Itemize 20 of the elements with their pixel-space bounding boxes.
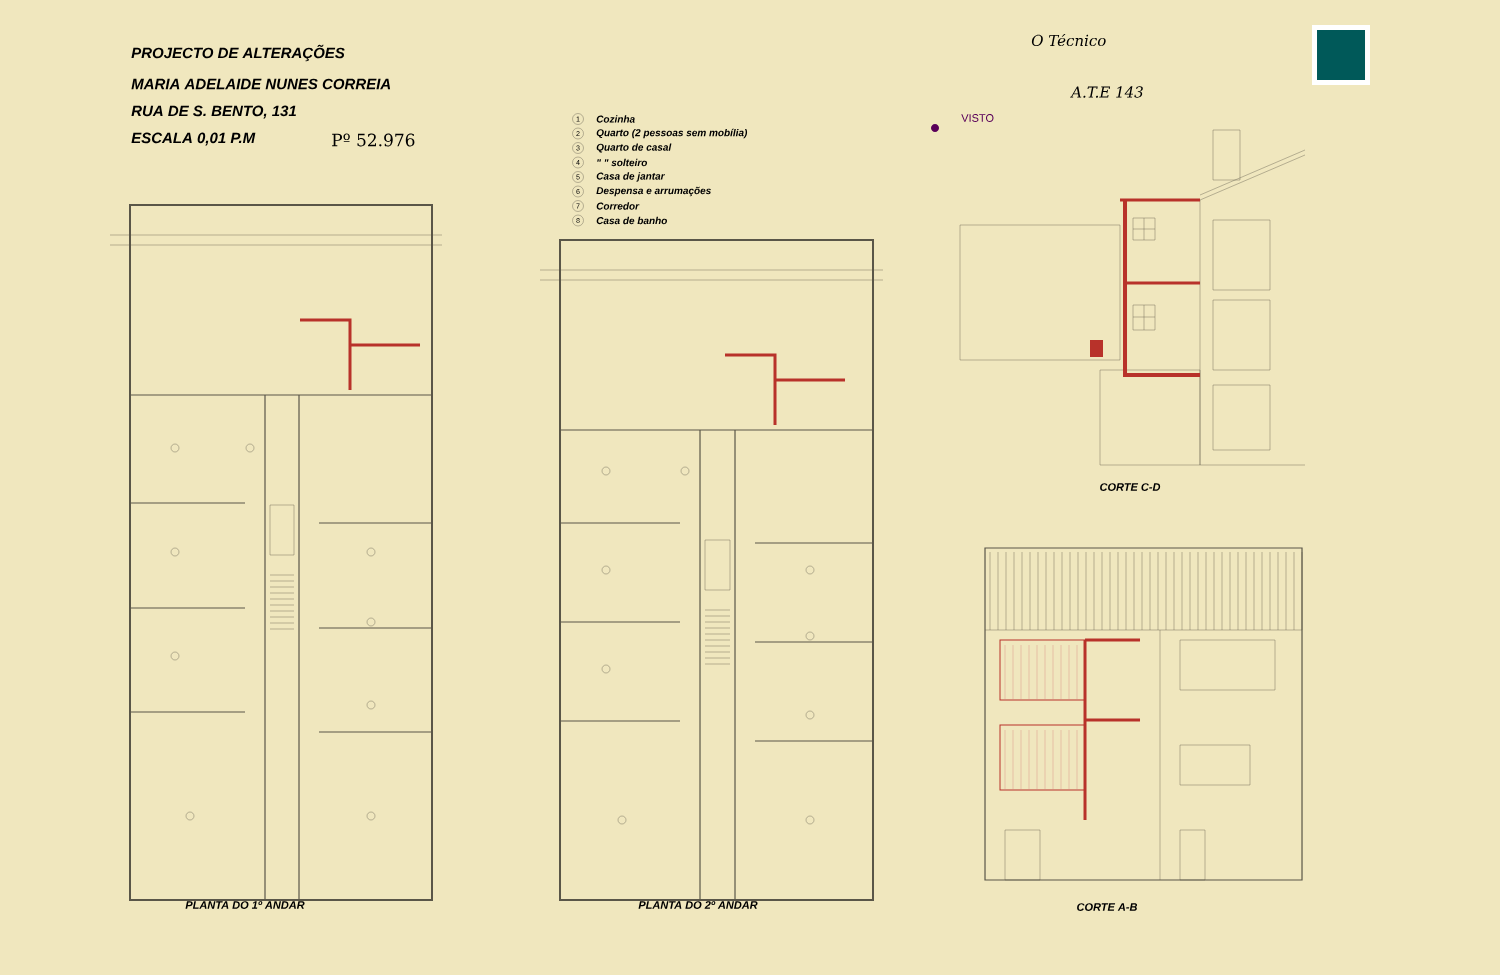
- legend-entry: Cozinha: [596, 115, 635, 123]
- legend-entry: Corredor: [596, 202, 640, 210]
- handwritten-note: A.T.E 143: [1070, 86, 1143, 98]
- legend-entry: Quarto (2 pessoas sem mobília): [596, 128, 748, 139]
- drawing-title: CORTE A-B: [1077, 903, 1138, 911]
- title-block-line: MARIA ADELAIDE NUNES CORREIA: [131, 78, 391, 90]
- handwritten-note: O Técnico: [1031, 33, 1106, 47]
- drawing-title: PLANTA DO 1º ANDAR: [185, 901, 305, 909]
- title-block-line: RUA DE S. BENTO, 131: [131, 105, 296, 119]
- legend-entry: " " solteiro: [597, 158, 648, 167]
- title: PROJECTO DE ALTERAÇÕES: [131, 44, 345, 62]
- stamp-text: VISTO: [961, 114, 994, 122]
- legend-entry: Quarto de casal: [596, 143, 672, 153]
- legend-entry: Casa de banho: [596, 216, 667, 225]
- title-block-line: ESCALA 0,01 P.M: [131, 132, 256, 146]
- drawing-title: PLANTA DO 2º ANDAR: [638, 901, 758, 909]
- drawing-title: CORTE C-D: [1100, 483, 1161, 491]
- handwritten-note: Pº 52.976: [332, 133, 415, 147]
- legend-entry: Despensa e arrumações: [596, 186, 711, 197]
- legend-entry: Casa de jantar: [596, 172, 665, 182]
